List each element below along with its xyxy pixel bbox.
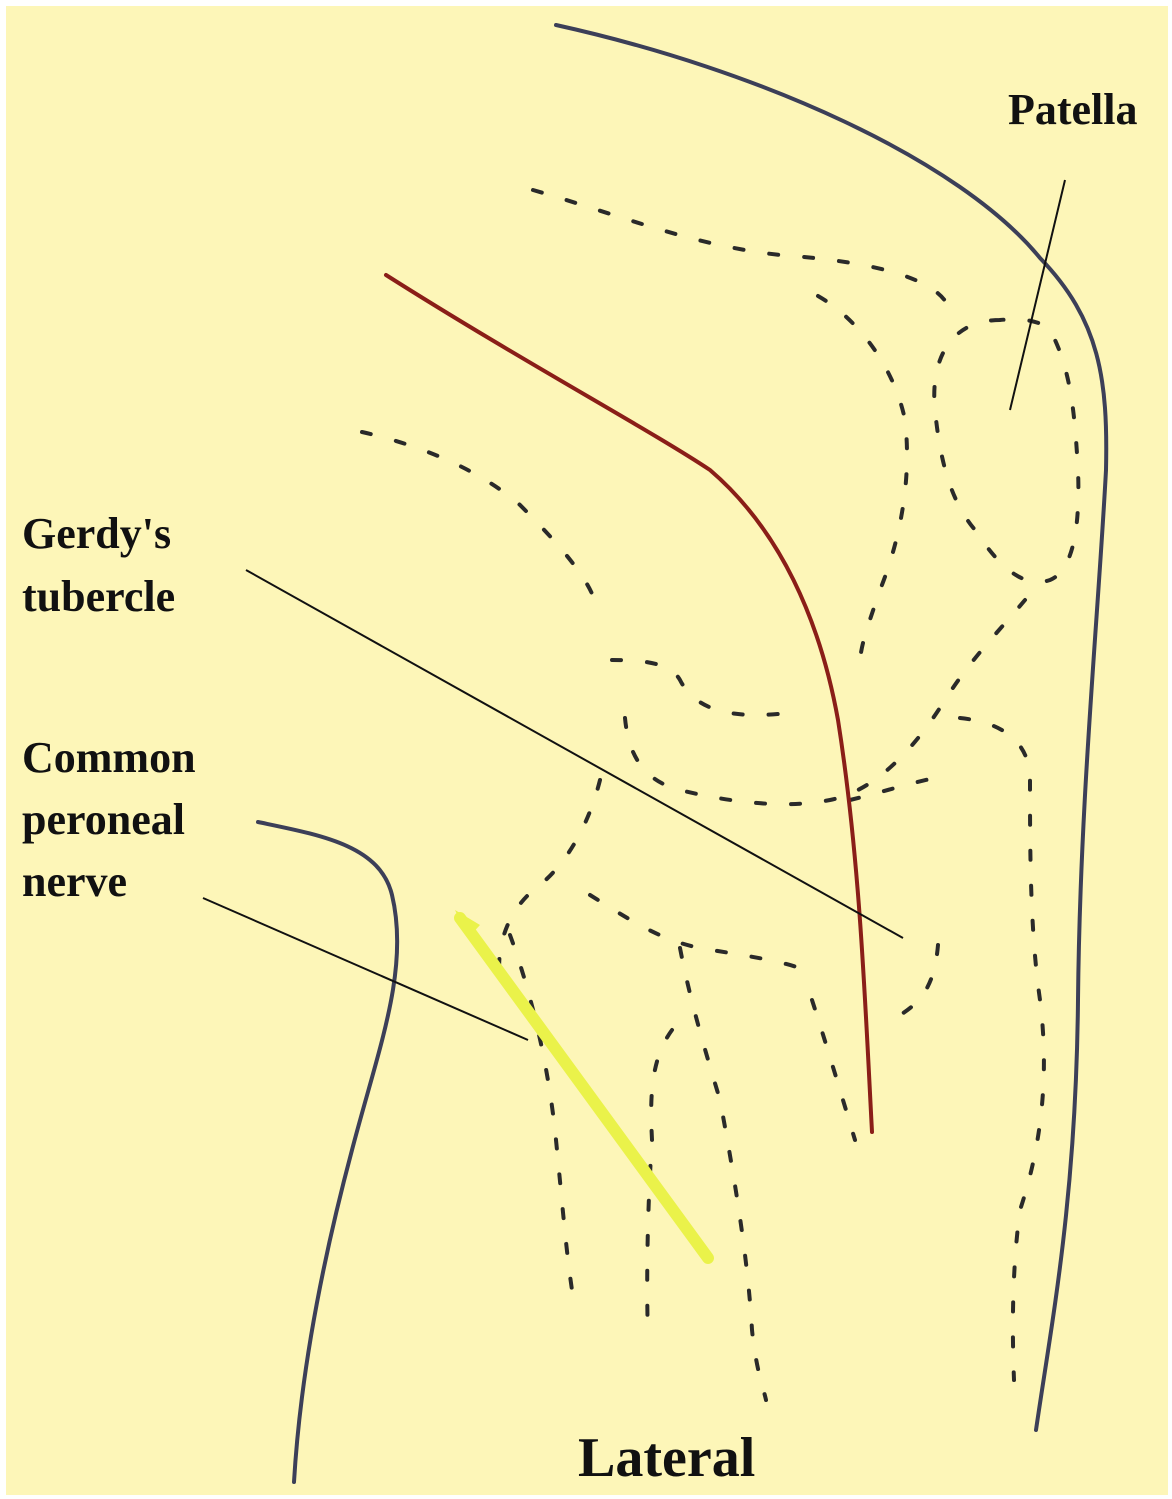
lateral-label: Lateral xyxy=(578,1430,755,1486)
patella-label: Patella xyxy=(1008,88,1138,132)
gerdys-tubercle-label-line2: tubercle xyxy=(22,575,175,619)
common-peroneal-nerve-label-line1: Common xyxy=(22,736,196,780)
gerdys-tubercle-label-line1: Gerdy's xyxy=(22,512,171,556)
common-peroneal-nerve-label-line2: peroneal xyxy=(22,798,185,842)
common-peroneal-nerve-label-line3: nerve xyxy=(22,860,127,904)
